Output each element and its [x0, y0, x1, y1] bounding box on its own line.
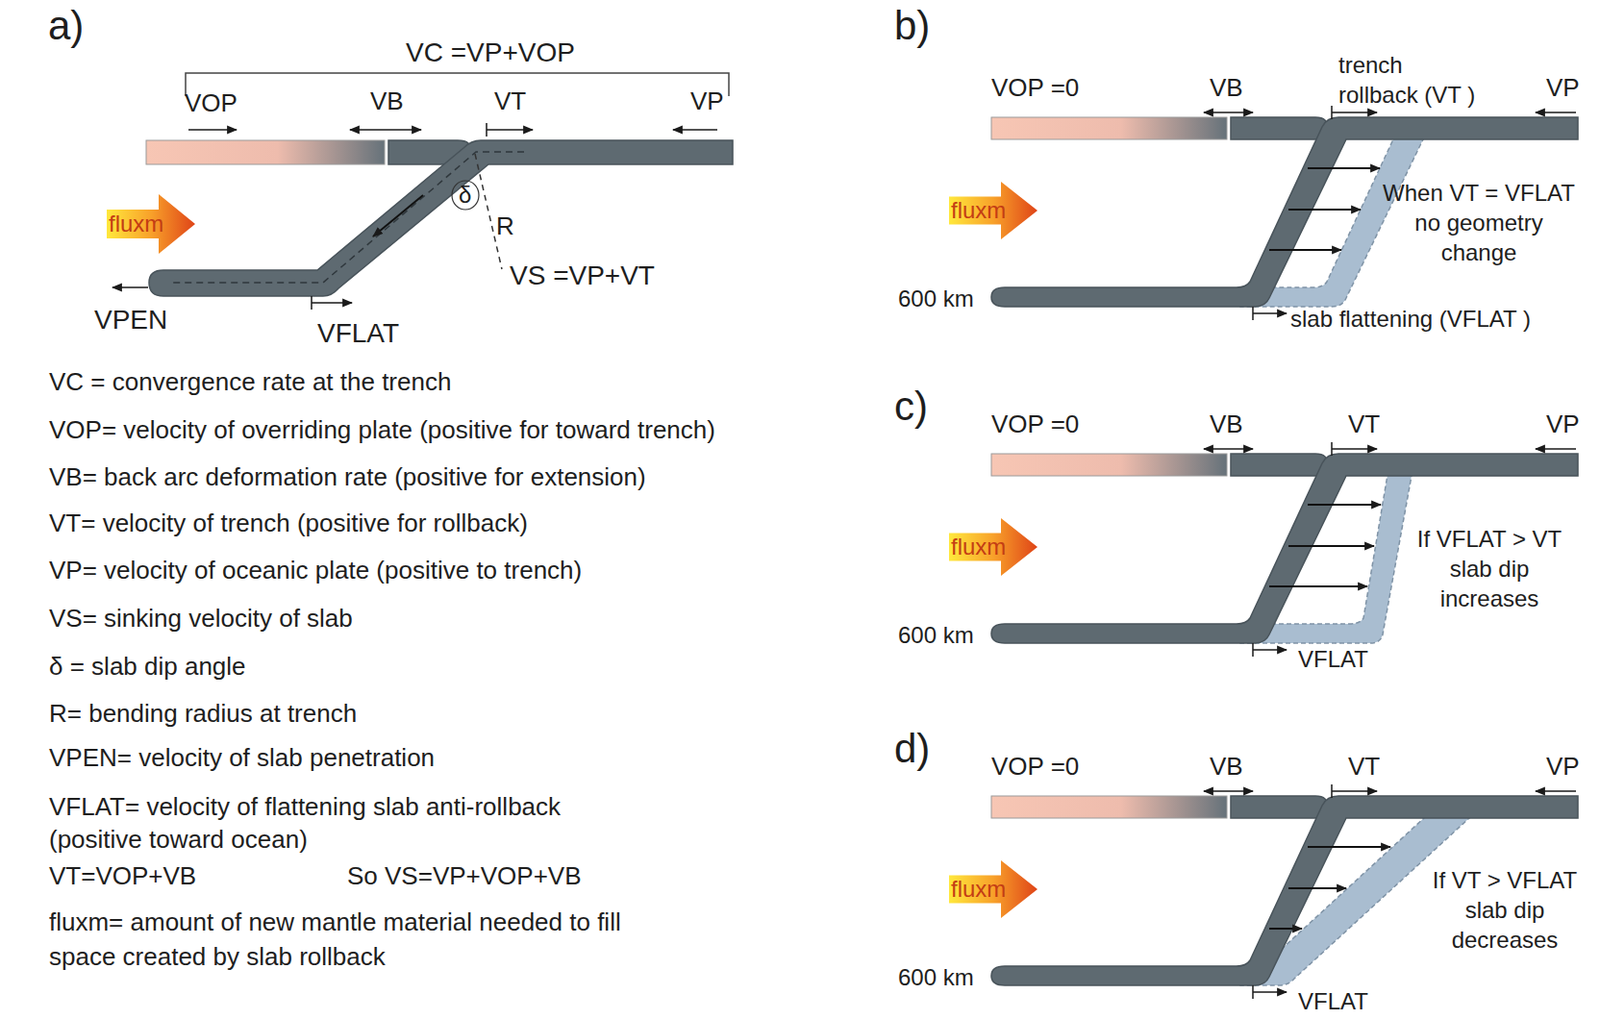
line-shape — [1307, 167, 1380, 170]
label-text: VT — [1348, 751, 1380, 782]
panel-letter: c) — [894, 382, 928, 431]
flux-label: fluxm — [949, 518, 1038, 576]
panel-c-art — [991, 442, 1578, 657]
rect-shape — [146, 140, 385, 165]
label-text: VB — [370, 86, 404, 117]
label-text: VC = convergence rate at the trench — [49, 367, 451, 398]
label-text: VP — [690, 86, 725, 117]
arrow-body — [949, 860, 1038, 919]
label-text: VT= velocity of trench (positive for rol… — [49, 508, 528, 539]
flux-label: fluxm — [106, 194, 196, 254]
ellipse-shape — [451, 180, 479, 210]
label-text: VPEN= velocity of slab penetration — [49, 743, 435, 774]
line-shape — [1288, 208, 1361, 211]
label-text: VFLAT — [1298, 988, 1369, 1017]
flux-label: fluxm — [949, 181, 1038, 240]
label-text: fluxm= amount of new mantle material nee… — [49, 904, 675, 975]
line-shape — [373, 195, 424, 237]
label-text: VS =VP+VT — [509, 259, 655, 293]
label-text: δ = slab dip angle — [49, 651, 247, 682]
label-text: VP — [1546, 751, 1580, 782]
arrow-body — [949, 181, 1038, 240]
line-shape — [112, 286, 149, 289]
label-text: VB — [1209, 409, 1244, 440]
label-text: VP= velocity of oceanic plate (positive … — [49, 555, 582, 586]
path-shape — [171, 151, 525, 283]
line-shape — [1307, 846, 1391, 849]
label-text: VB — [1209, 73, 1244, 103]
label-text: δ — [458, 181, 472, 210]
line-shape — [1269, 585, 1368, 588]
label-text: When VT = VFLAT no geometry change — [1377, 177, 1580, 268]
label-text: R= bending radius at trench — [49, 699, 357, 729]
label-text: VPEN — [94, 303, 168, 337]
flux-label: fluxm — [949, 860, 1038, 919]
label-text: R — [496, 211, 515, 242]
label-text: VP — [1546, 73, 1580, 103]
path-shape — [486, 123, 533, 137]
line-shape — [1307, 503, 1381, 506]
label-text: 600 km — [898, 964, 975, 993]
label-text: VT=VOP+VB — [49, 861, 197, 892]
line-shape — [350, 128, 422, 131]
label-text: VOP =0 — [991, 751, 1079, 782]
label-text: VOP= velocity of overriding plate (posit… — [49, 415, 716, 446]
label-text: 600 km — [898, 622, 975, 650]
label-text: VB — [1209, 751, 1244, 782]
label-text: So VS=VP+VOP+VB — [347, 861, 582, 892]
panel-letter: d) — [894, 725, 930, 774]
line-shape — [673, 128, 718, 131]
line-shape — [1288, 887, 1347, 890]
label-text: VFLAT — [317, 317, 400, 350]
label-text: VFLAT — [1298, 646, 1369, 675]
label-text: VB= back arc deformation rate (positive … — [49, 462, 647, 493]
label-text: VOP — [184, 88, 238, 119]
label-text: VOP =0 — [991, 409, 1079, 440]
path-shape — [311, 296, 352, 310]
label-text: VT — [1348, 409, 1380, 440]
path-shape — [149, 140, 733, 297]
label-text: 600 km — [898, 285, 975, 314]
panel-letter: b) — [894, 1, 930, 50]
flux-arrow: fluxm — [949, 181, 1038, 240]
path-shape — [185, 73, 729, 97]
line-shape — [1269, 927, 1302, 930]
flux-arrow: fluxm — [106, 194, 196, 254]
label-text: VC =VP+VOP — [403, 36, 577, 70]
flux-arrow: fluxm — [949, 860, 1038, 919]
label-text: slab flattening (VFLAT ) — [1290, 305, 1531, 334]
label-text: VOP =0 — [991, 73, 1079, 103]
line-shape — [1288, 545, 1375, 548]
label-text: If VT > VFLAT slab dip decreases — [1427, 865, 1582, 955]
label-text: VT — [494, 86, 526, 117]
label-text: VFLAT= velocity of flattening slab anti-… — [49, 790, 588, 856]
line-shape — [1269, 249, 1342, 251]
line-shape — [188, 128, 237, 131]
panel-letter: a) — [48, 1, 84, 50]
arrow-body — [949, 518, 1038, 576]
arrow-body — [106, 194, 196, 254]
panel-a-art — [112, 73, 733, 310]
label-text: If VFLAT > VT slab dip increases — [1412, 524, 1567, 614]
use-shape — [991, 442, 1578, 657]
label-text: trench rollback (VT ) — [1338, 50, 1483, 110]
label-text: VS= sinking velocity of slab — [49, 603, 353, 634]
label-text: VP — [1546, 409, 1580, 440]
flux-arrow: fluxm — [949, 518, 1038, 576]
